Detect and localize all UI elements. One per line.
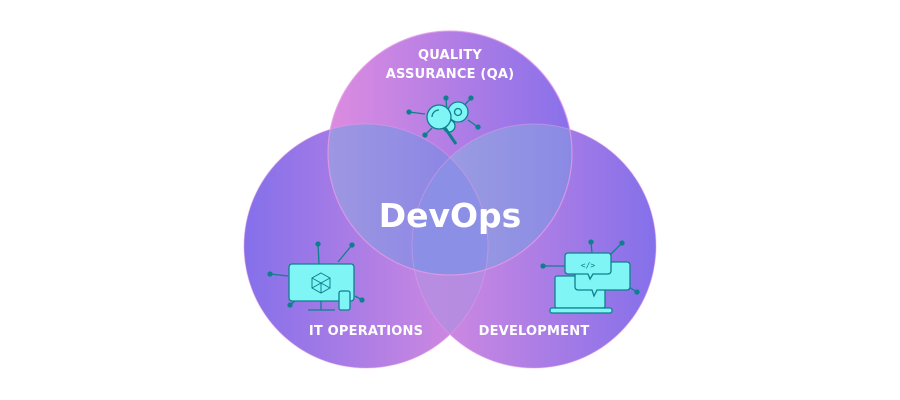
qa-label-line1: QUALITY [417, 48, 483, 63]
it-operations-label: IT OPERATIONS [308, 324, 424, 339]
svg-text:</>: </> [581, 261, 596, 270]
qa-label: QUALITY ASSURANCE (QA) [350, 46, 550, 84]
center-label-devops: DevOps [378, 196, 522, 235]
laptop-code-chat-icon: </> [540, 239, 640, 314]
magnifier-gears-icon [406, 95, 481, 145]
development-label: DEVELOPMENT [478, 324, 590, 339]
qa-label-line2: ASSURANCE (QA) [385, 67, 515, 82]
monitor-cube-phone-icon [267, 241, 365, 311]
